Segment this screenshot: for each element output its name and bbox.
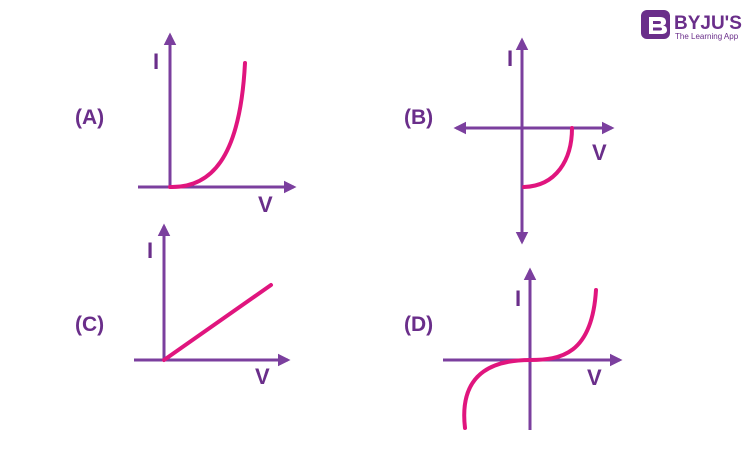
panel-a: (A) I V <box>75 32 297 217</box>
panel-b-curve <box>522 126 574 189</box>
panel-c: (C) I V <box>75 223 291 389</box>
panel-d-curve <box>462 288 598 430</box>
panel-a-x-label: V <box>258 192 273 217</box>
panel-c-y-label: I <box>147 238 153 263</box>
panel-c-curve <box>162 283 273 362</box>
panel-d: (D) I V <box>404 267 623 430</box>
panel-d-x-label: V <box>587 365 602 390</box>
panel-a-label: (A) <box>75 106 104 129</box>
panel-b-label: (B) <box>404 106 433 129</box>
panel-b: (B) I V <box>404 37 615 245</box>
panel-b-y-label: I <box>507 46 513 71</box>
panel-a-y-label: I <box>153 49 159 74</box>
byjus-logo: BYJU'S The Learning App <box>641 10 742 41</box>
panel-d-label: (D) <box>404 313 433 336</box>
logo-tagline: The Learning App <box>675 32 739 41</box>
logo-b-glyph-icon <box>649 17 667 34</box>
panel-d-y-label: I <box>515 286 521 311</box>
logo-name: BYJU'S <box>674 13 742 34</box>
panel-b-x-label: V <box>592 140 607 165</box>
panel-c-x-label: V <box>255 364 270 389</box>
panel-c-label: (C) <box>75 313 104 336</box>
panel-a-curve <box>168 61 247 190</box>
